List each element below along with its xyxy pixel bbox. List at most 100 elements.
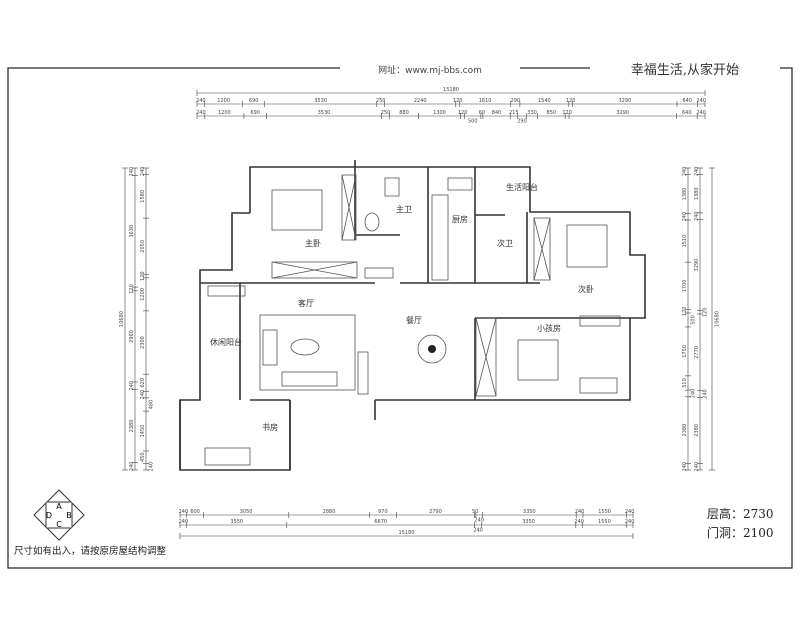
- dim-label: 2380: [682, 424, 688, 437]
- dim-label: 240: [691, 389, 697, 399]
- dim-label: 1700: [682, 280, 688, 293]
- drawing-border: [7, 67, 793, 569]
- label-leisure-balcony: 休闲阳台: [210, 337, 242, 347]
- master-cabinet: [271, 261, 358, 279]
- dim-label: 1750: [682, 345, 688, 358]
- dim-label: 1610: [479, 98, 492, 104]
- dim-label: 3530: [314, 98, 327, 104]
- dim-label: 880: [399, 110, 409, 116]
- dim-label: 640: [682, 98, 692, 104]
- dim-label: 240: [694, 462, 700, 472]
- dim-label: 480: [149, 400, 155, 410]
- balcony-cabinet: [207, 285, 246, 297]
- dim-label: 120: [562, 110, 572, 116]
- dim-label: 240: [703, 389, 709, 399]
- dim-label: 2960: [129, 330, 135, 343]
- kitchen-sink: [447, 177, 473, 191]
- label-master-bedroom: 主卧: [305, 238, 321, 248]
- dim-label: 2770: [694, 346, 700, 359]
- dim-label: 240: [473, 528, 483, 534]
- dim-label: 2790: [429, 509, 442, 515]
- dim-label: 600: [190, 509, 200, 515]
- dim-label: 240: [625, 519, 635, 525]
- slogan-text: 幸福生活,从家开始: [631, 62, 739, 78]
- dim-label: 240: [129, 167, 135, 177]
- toilet: [384, 177, 400, 197]
- compass-b: B: [66, 511, 72, 520]
- dim-label: 1380: [694, 187, 700, 200]
- room-labels: 主卧 主卫 厨房 生活阳台 次卫 次卧 客厅 餐厅 休闲阳台 小孩房 书房: [210, 182, 594, 432]
- dim-label: 1580: [140, 190, 146, 203]
- website-text: 网址：www.mj-bbs.com: [378, 64, 482, 76]
- dim-label: 240: [696, 98, 706, 104]
- furniture: [204, 174, 621, 466]
- label-utility-balcony: 生活阳台: [506, 182, 538, 192]
- note-text: 尺寸如有出入，请按原房屋结构调整: [14, 545, 167, 557]
- dim-label: 3290: [618, 98, 631, 104]
- dim-label: 215: [509, 110, 519, 116]
- dim-label: 240: [682, 212, 688, 222]
- label-kids-room: 小孩房: [537, 323, 561, 333]
- dining-table: [417, 334, 447, 364]
- dim-label: 690: [250, 110, 260, 116]
- dim-label: 240: [129, 462, 135, 472]
- dim-label: 240: [574, 519, 584, 525]
- compass-symbol: A B C D: [33, 489, 85, 541]
- dim-label: 1540: [538, 98, 551, 104]
- master-wardrobe: [341, 174, 357, 241]
- dim-label: 240: [129, 381, 135, 391]
- dim-label: 500: [468, 119, 478, 125]
- dim-label: 620: [140, 378, 146, 388]
- dim-label: 240: [474, 518, 484, 524]
- master-bed: [271, 189, 323, 231]
- dim-label: 240: [140, 167, 146, 177]
- dim-label: 240: [625, 509, 635, 515]
- dim-label: 240: [179, 509, 189, 515]
- dim-label: 970: [378, 509, 388, 515]
- label-kitchen: 厨房: [452, 214, 468, 224]
- dim-label: 1550: [598, 509, 611, 515]
- dim-label: 290: [511, 98, 521, 104]
- dim-label: 290: [517, 119, 527, 125]
- dim-label: 10680: [715, 311, 721, 327]
- dim-label: 3290: [616, 110, 629, 116]
- dim-label: 240: [140, 390, 146, 400]
- dim-label: 10680: [119, 311, 125, 327]
- dim-label: 1380: [682, 188, 688, 201]
- label-master-bath: 主卫: [396, 204, 412, 214]
- floor-height: 层高：2730: [707, 506, 774, 521]
- dim-label: 15180: [399, 530, 415, 536]
- compass-d: D: [46, 511, 52, 520]
- dim-label: 840: [492, 110, 502, 116]
- compass-a: A: [56, 502, 62, 511]
- dim-label: 240: [682, 462, 688, 472]
- label-second-bedroom: 次卧: [578, 284, 594, 294]
- second-wardrobe: [533, 217, 551, 281]
- title-mask-2: [590, 58, 780, 76]
- dim-label: 3630: [129, 225, 135, 238]
- dim-label: 330: [527, 110, 537, 116]
- dim-label: 1510: [682, 235, 688, 248]
- dim-label: 1200: [217, 98, 230, 104]
- label-living-room: 客厅: [298, 298, 314, 308]
- kitchen-counter: [431, 194, 449, 281]
- dim-label: 240: [696, 110, 706, 116]
- dim-label: 15180: [443, 87, 459, 93]
- dim-label: 3290: [694, 259, 700, 272]
- dim-label: 120: [566, 98, 576, 104]
- dim-label: 850: [547, 110, 557, 116]
- sofa-main: [281, 371, 338, 387]
- sink: [364, 212, 380, 232]
- dim-label: 3530: [318, 110, 331, 116]
- dim-label: 240: [196, 98, 206, 104]
- dim-label: 250: [376, 98, 386, 104]
- dim-label: 240: [682, 167, 688, 177]
- dim-label: 640: [682, 110, 692, 116]
- kids-desk: [579, 377, 618, 394]
- dim-label: 240: [694, 211, 700, 221]
- bath-cabinet: [364, 267, 394, 279]
- dim-label: 240: [149, 462, 155, 472]
- dim-label: 120: [682, 307, 688, 317]
- dim-label: 3050: [240, 509, 253, 515]
